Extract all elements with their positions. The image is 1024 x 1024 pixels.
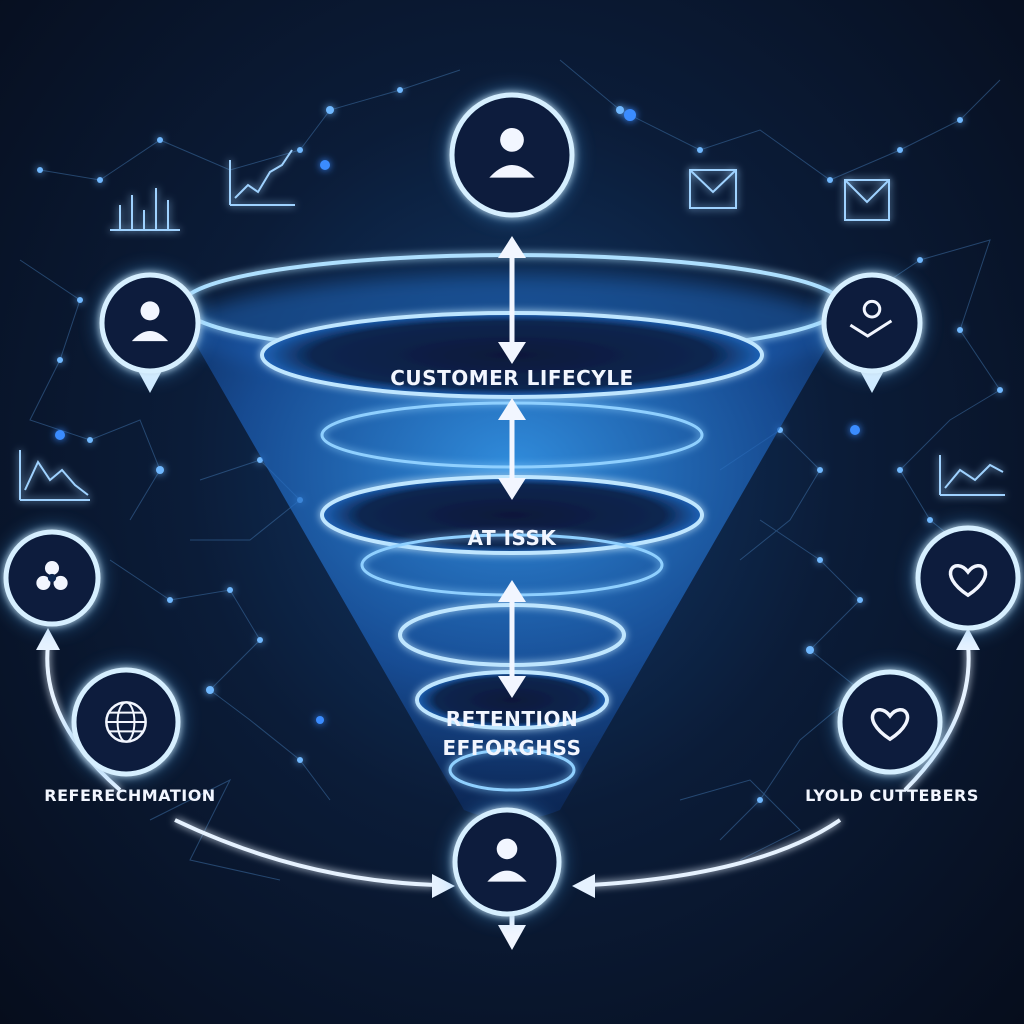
person-icon [487,838,527,882]
bar-chart-icon [110,188,180,231]
stage-label-efforts: EFFORGHSS [443,736,582,760]
vertical-arrows [498,236,526,950]
cycle-arrowheads [36,628,980,898]
node-lower-right [834,666,946,778]
heart-icon [870,708,910,742]
funnel-body [182,320,842,820]
globe-icon [105,701,147,743]
node-mid-right [912,522,1024,634]
node-top [446,89,578,221]
stage-label-retention: RETENTION [446,707,578,731]
mail-icon [689,169,737,209]
node-upper-left [96,269,204,393]
stage-label-at-risk: AT ISSK [468,526,558,550]
mail-icon [844,179,890,221]
node-upper-right [818,269,926,393]
network-nodes [37,87,1003,803]
person-handshake-icon [849,299,893,338]
recycle-icon [36,561,68,591]
funnel-ring-7 [448,748,576,792]
side-label-left: REFERECHMATION [44,786,215,805]
node-mid-left [0,526,104,630]
line-chart-icon [229,149,295,206]
line-chart-icon [939,455,1005,496]
node-lower-left [68,664,184,780]
stage-label-customer-lifecycle: CUSTOMER LIFECYLE [390,366,633,390]
line-chart-icon [19,450,90,501]
node-bottom [449,804,565,920]
heart-icon [948,564,988,598]
person-icon [489,128,535,178]
person-icon [131,301,169,342]
side-label-right: LYOLD CUTTEBERS [805,786,979,805]
